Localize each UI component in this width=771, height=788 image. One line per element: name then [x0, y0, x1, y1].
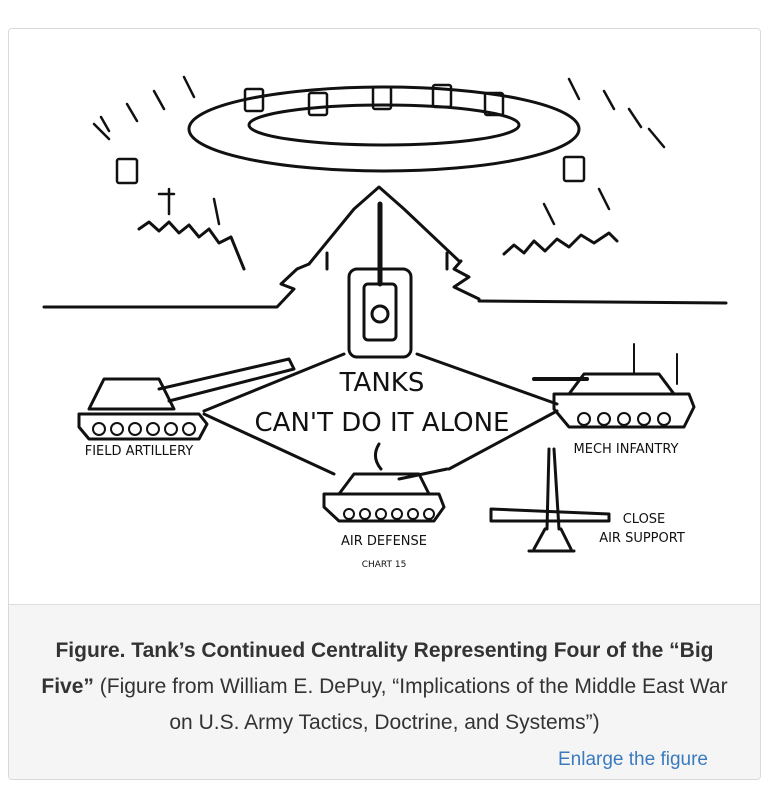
inner-ring	[247, 103, 521, 147]
label-field-artillery: FIELD ARTILLERY	[85, 444, 194, 459]
label-close: CLOSE	[623, 512, 666, 527]
caption-body: (Figure from William E. DePuy, “Implicat…	[93, 675, 728, 734]
enlarge-figure-link[interactable]: Enlarge the figure	[558, 749, 708, 770]
horizon-left	[42, 262, 311, 309]
figure-caption-panel: Figure. Tank’s Continued Centrality Repr…	[9, 604, 760, 779]
figure-caption: Figure. Tank’s Continued Centrality Repr…	[31, 633, 738, 741]
air-defense-vehicle	[322, 492, 446, 523]
outer-ring	[187, 85, 581, 173]
label-chart: CHART 15	[362, 560, 407, 570]
jet-body	[545, 447, 561, 531]
label-cant-do-it-alone: CAN'T DO IT ALONE	[255, 408, 510, 438]
tanks-cant-do-it-alone-drawing: TANKS CAN'T DO IT ALONE FIELD ARTILLERY …	[42, 75, 728, 570]
big-arrow	[307, 185, 461, 266]
label-air-support: AIR SUPPORT	[599, 531, 685, 546]
label-mech-infantry: MECH INFANTRY	[574, 442, 679, 457]
caption-title: Figure. Tank’s Continued Centrality Repr…	[41, 639, 714, 698]
label-air-defense: AIR DEFENSE	[341, 534, 427, 549]
field-artillery-vehicle	[77, 412, 209, 441]
horizon-right	[477, 299, 728, 305]
label-tanks: TANKS	[339, 368, 425, 398]
mech-infantry-vehicle	[552, 392, 696, 429]
figure-image[interactable]: TANKS CAN'T DO IT ALONE FIELD ARTILLERY …	[9, 29, 760, 604]
figure-card: TANKS CAN'T DO IT ALONE FIELD ARTILLERY …	[8, 28, 761, 780]
